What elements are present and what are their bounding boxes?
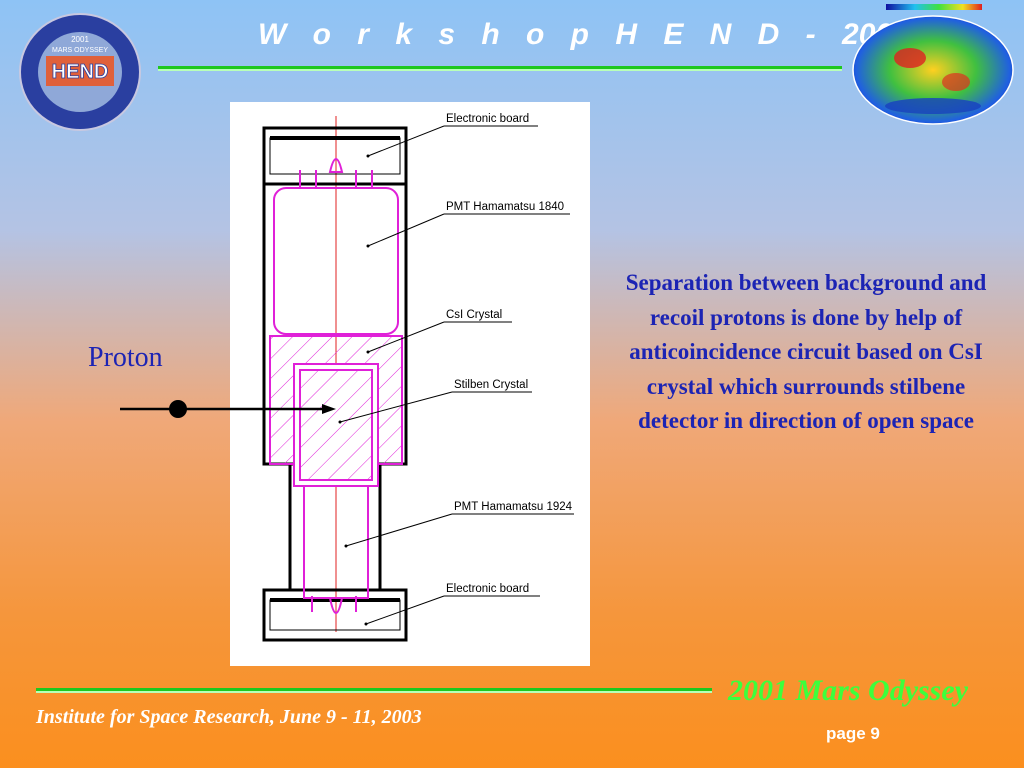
svg-text:MARS ODYSSEY: MARS ODYSSEY	[52, 47, 108, 54]
proton-label: Proton	[88, 342, 163, 373]
top-pins	[299, 158, 373, 188]
pmt-1840	[273, 187, 399, 335]
bottom-housing	[262, 588, 408, 642]
mars-map-image	[852, 4, 1014, 125]
bottom-pins	[311, 596, 357, 614]
label-pmt-1924: PMT Hamamatsu 1924	[454, 501, 573, 513]
institute-text: Institute for Space Research, June 9 - 1…	[36, 706, 422, 728]
svg-text:HEND: HEND	[52, 61, 109, 83]
label-pmt-1840: PMT Hamamatsu 1840	[446, 201, 564, 213]
detector-diagram: Electronic board PMT Hamamatsu 1840 CsI …	[230, 102, 590, 666]
workshop-title: W o r k s h o p H E N D - 2003	[258, 18, 909, 51]
label-electronic-board-top: Electronic board	[446, 113, 529, 125]
header-divider	[158, 66, 842, 71]
stilbene-crystal	[299, 369, 373, 481]
proton-arrow	[120, 400, 336, 418]
page-number: page 9	[826, 724, 880, 743]
label-csi-crystal: CsI Crystal	[446, 309, 502, 321]
mission-name: 2001 Mars Odyssey	[728, 674, 968, 707]
label-stilben-crystal: Stilben Crystal	[454, 379, 528, 391]
hend-logo: 2001 MARS ODYSSEY HEND	[19, 13, 141, 131]
label-electronic-board-bottom: Electronic board	[446, 583, 529, 595]
footer-divider	[36, 688, 712, 693]
description-text: Separation between background and recoil…	[625, 270, 987, 433]
svg-text:2001: 2001	[71, 35, 89, 44]
